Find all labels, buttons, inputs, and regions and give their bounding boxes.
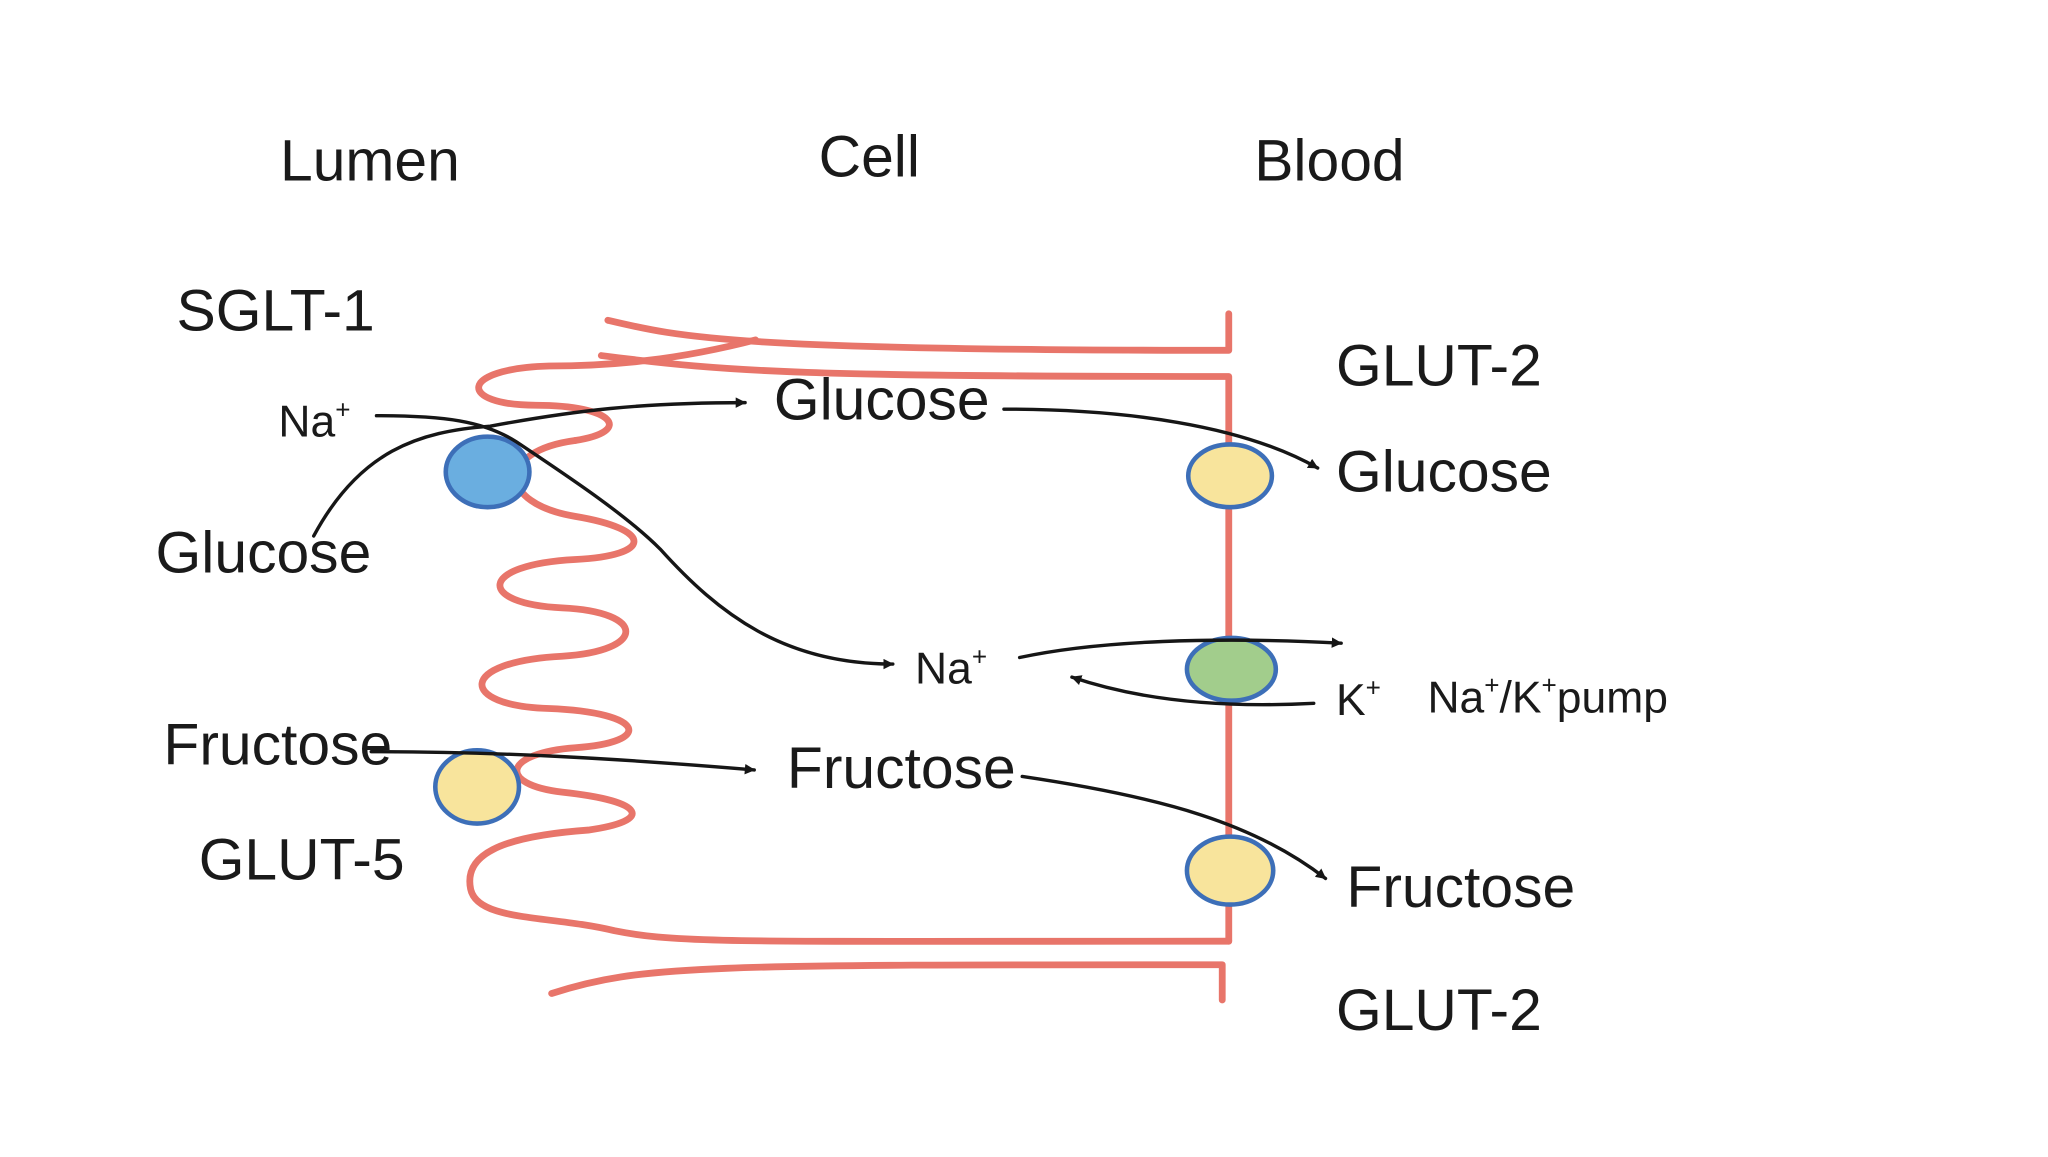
blood-k-label: K+: [1336, 673, 1381, 725]
glut2-bottom-label: GLUT-2: [1336, 978, 1542, 1043]
arrow-glucose-to-blood: [1002, 407, 1320, 470]
sglt1-label: SGLT-1: [176, 279, 374, 344]
na-k-pump: [1184, 635, 1279, 703]
arrow-fructose-into-cell: [369, 749, 756, 775]
glut2-glucose-transporter: [1185, 442, 1275, 510]
lumen-title: Lumen: [280, 128, 460, 193]
cell-na-label: Na+: [915, 641, 987, 693]
sglt1-transporter: [443, 434, 532, 510]
lumen-glucose-label: Glucose: [156, 521, 372, 586]
cell-membrane: [466, 310, 1233, 1004]
arrow-na-into-cell: [374, 413, 895, 670]
blood-glucose-label: Glucose: [1336, 440, 1552, 505]
top-lateral-membrane: [597, 352, 1233, 945]
na-k-pump-label: Na+/K+pump: [1427, 670, 1668, 722]
blood-title: Blood: [1254, 128, 1404, 193]
glut5-transporter: [433, 748, 522, 826]
cell-title: Cell: [819, 124, 920, 189]
cell-glucose-label: Glucose: [774, 368, 990, 433]
blood-fructose-label: Fructose: [1346, 855, 1575, 920]
glut5-label: GLUT-5: [199, 828, 405, 893]
bottom-membrane-outer: [548, 961, 1226, 1004]
transport-arrows: [312, 397, 1343, 881]
cell-fructose-label: Fructose: [787, 736, 1016, 801]
arrow-glucose-into-cell: [312, 397, 747, 538]
arrow-fructose-to-blood: [1020, 774, 1328, 881]
top-membrane-outer: [604, 310, 1233, 354]
lumen-fructose-label: Fructose: [163, 713, 392, 778]
glut2-fructose-transporter: [1184, 834, 1276, 907]
microvilli-brush-border: [466, 437, 1233, 945]
arrow-k-into-cell: [1070, 675, 1316, 707]
lumen-na-label: Na+: [278, 394, 350, 446]
glut2-top-label: GLUT-2: [1336, 334, 1542, 399]
arrow-na-to-blood: [1017, 637, 1343, 660]
